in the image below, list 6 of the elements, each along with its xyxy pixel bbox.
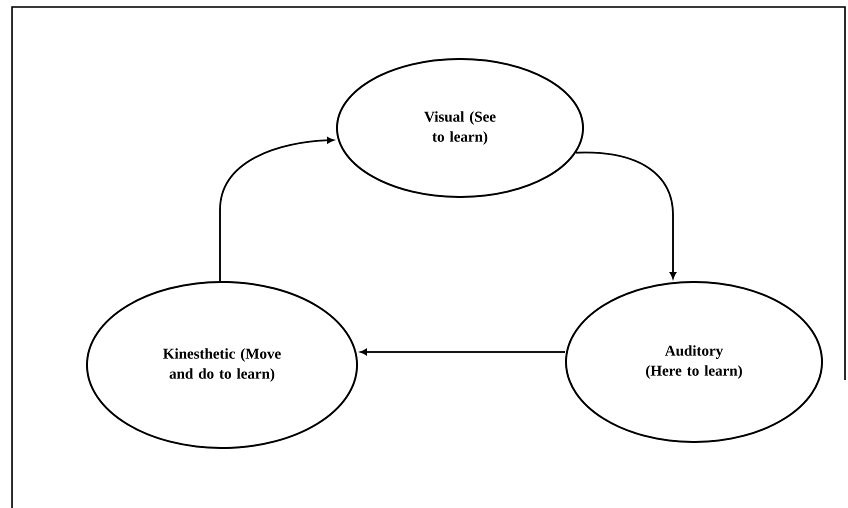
arrow xyxy=(360,348,565,356)
arrow xyxy=(576,152,676,279)
ellipse-node: Auditory (Here to learn) xyxy=(565,281,823,443)
arrow xyxy=(219,137,334,281)
ellipse-node: Kinesthetic (Move and do to learn) xyxy=(86,281,358,449)
ellipse-node: Visual (See to learn) xyxy=(336,58,584,198)
